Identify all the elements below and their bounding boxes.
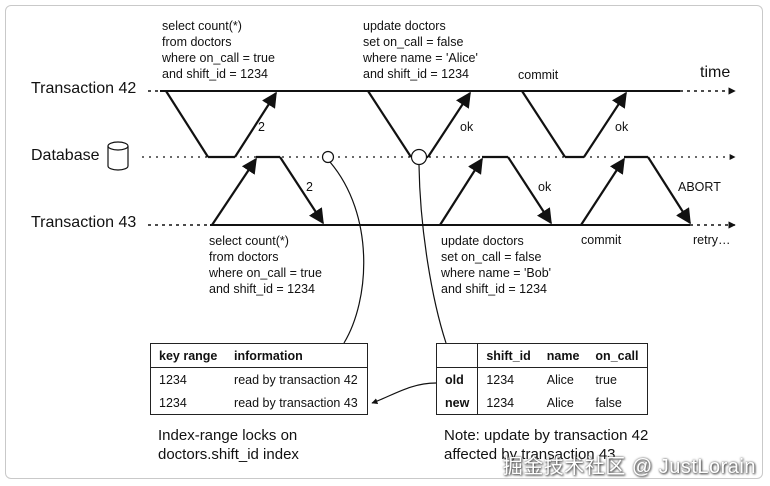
- query-line: select count(*): [209, 234, 289, 248]
- t43-retry-label: retry…: [693, 233, 731, 247]
- query-line: where name = 'Alice': [363, 51, 478, 65]
- lock-connector: [321, 150, 365, 344]
- t43-abort-label: ABORT: [678, 180, 721, 194]
- version-label: old: [436, 367, 479, 391]
- t42-select-query: select count(*) from doctors where on_ca…: [162, 18, 275, 82]
- t43-row-label: Transaction 43: [31, 214, 137, 231]
- t43-update-ok: ok: [538, 180, 552, 194]
- version-label: new: [436, 391, 479, 415]
- row-version-table: shift_id name on_call old 1234 Alice tru…: [436, 343, 648, 415]
- version-table-caption: Note: update by transaction 42 affected …: [444, 426, 648, 464]
- t43-update-arrows: [439, 155, 552, 226]
- t42-count-result: 2: [258, 120, 265, 134]
- table-cell: 1234: [159, 395, 187, 410]
- watermark: 掘金技术社区 @ JustLorain: [502, 456, 756, 478]
- diagram-frame: [5, 5, 763, 479]
- t43-select-query: select count(*) from doctors where on_ca…: [209, 233, 322, 297]
- query-line: and shift_id = 1234: [363, 67, 469, 81]
- database-cylinder-icon: [107, 141, 129, 171]
- table-cell: 1234: [486, 372, 515, 387]
- t43-select-arrows: [211, 155, 324, 226]
- table-cell: true: [595, 372, 617, 387]
- t43-count-result: 2: [306, 180, 313, 194]
- query-line: and shift_id = 1234: [162, 67, 268, 81]
- table-cell: read by transaction 42: [234, 372, 358, 387]
- query-line: set on_call = false: [363, 35, 464, 49]
- query-line: from doctors: [209, 250, 279, 264]
- t42-row-label: Transaction 42: [31, 80, 137, 97]
- t42-commit-arrows: [521, 90, 627, 159]
- t43-commit-label: commit: [581, 233, 622, 247]
- t42-commit-label: commit: [518, 68, 559, 82]
- query-line: and shift_id = 1234: [209, 282, 315, 296]
- table-cell: 1234: [486, 395, 515, 410]
- table-cell: Alice: [546, 372, 574, 387]
- table-header: name: [538, 343, 588, 368]
- t43-update-query: update doctors set on_call = false where…: [441, 233, 551, 297]
- query-line: and shift_id = 1234: [441, 282, 547, 296]
- t42-update-query: update doctors set on_call = false where…: [363, 18, 478, 82]
- t42-commit-ok: ok: [615, 120, 629, 134]
- table-row: 1234 read by transaction 43: [151, 391, 368, 415]
- table-cell: read by transaction 43: [234, 395, 358, 410]
- table-header: key range: [150, 343, 227, 368]
- t42-select-arrows: [165, 90, 277, 159]
- table-header: shift_id: [477, 343, 539, 368]
- query-line: update doctors: [363, 19, 446, 33]
- caption-line: doctors.shift_id index: [158, 446, 299, 463]
- table-header: on_call: [587, 343, 647, 368]
- t43-commit-arrows: [580, 155, 691, 226]
- query-line: where name = 'Bob': [441, 266, 552, 280]
- table-cell: Alice: [546, 395, 574, 410]
- table-row: new 1234 Alice false: [436, 391, 648, 415]
- query-line: update doctors: [441, 234, 524, 248]
- table-cell: false: [595, 395, 622, 410]
- query-line: where on_call = true: [209, 266, 322, 280]
- caption-line: Index-range locks on: [158, 427, 298, 444]
- t42-update-ok: ok: [460, 120, 474, 134]
- version-connector: [371, 148, 447, 405]
- table-row: old 1234 Alice true: [436, 367, 648, 391]
- index-lock-table: key range information 1234 read by trans…: [150, 343, 368, 415]
- table-row: 1234 read by transaction 42: [151, 368, 368, 392]
- caption-line: affected by transaction 43: [444, 446, 616, 463]
- caption-line: Note: update by transaction 42: [444, 427, 649, 444]
- table-cell: 1234: [159, 372, 187, 387]
- query-line: from doctors: [162, 35, 232, 49]
- lock-table-caption: Index-range locks on doctors.shift_id in…: [158, 426, 299, 464]
- table-header: information: [226, 343, 368, 368]
- time-axis-label: time: [700, 64, 731, 81]
- t42-update-arrows: [367, 90, 471, 159]
- table-header: [436, 343, 479, 368]
- query-line: select count(*): [162, 19, 242, 33]
- query-line: set on_call = false: [441, 250, 542, 264]
- database-row-label: Database: [31, 147, 100, 164]
- query-line: where on_call = true: [162, 51, 275, 65]
